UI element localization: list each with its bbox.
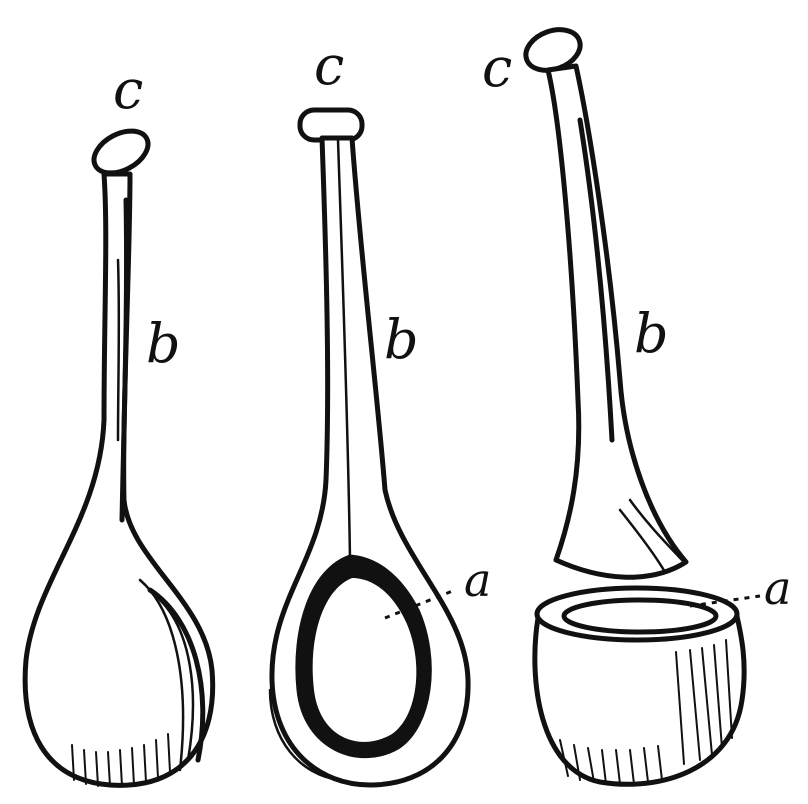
label-fig3-b: b [634,302,669,365]
label-fig1-c: c [113,58,143,121]
label-fig1-b: b [146,312,181,375]
label-fig3-c: c [482,36,512,99]
pistil-cut [520,23,760,785]
pistil-whole [25,122,213,786]
pistil-section [270,110,468,785]
label-fig2-a: a [464,553,491,607]
label-fig3-a: a [764,561,791,615]
label-fig2-c: c [314,34,344,97]
label-fig2-b: b [384,308,419,371]
